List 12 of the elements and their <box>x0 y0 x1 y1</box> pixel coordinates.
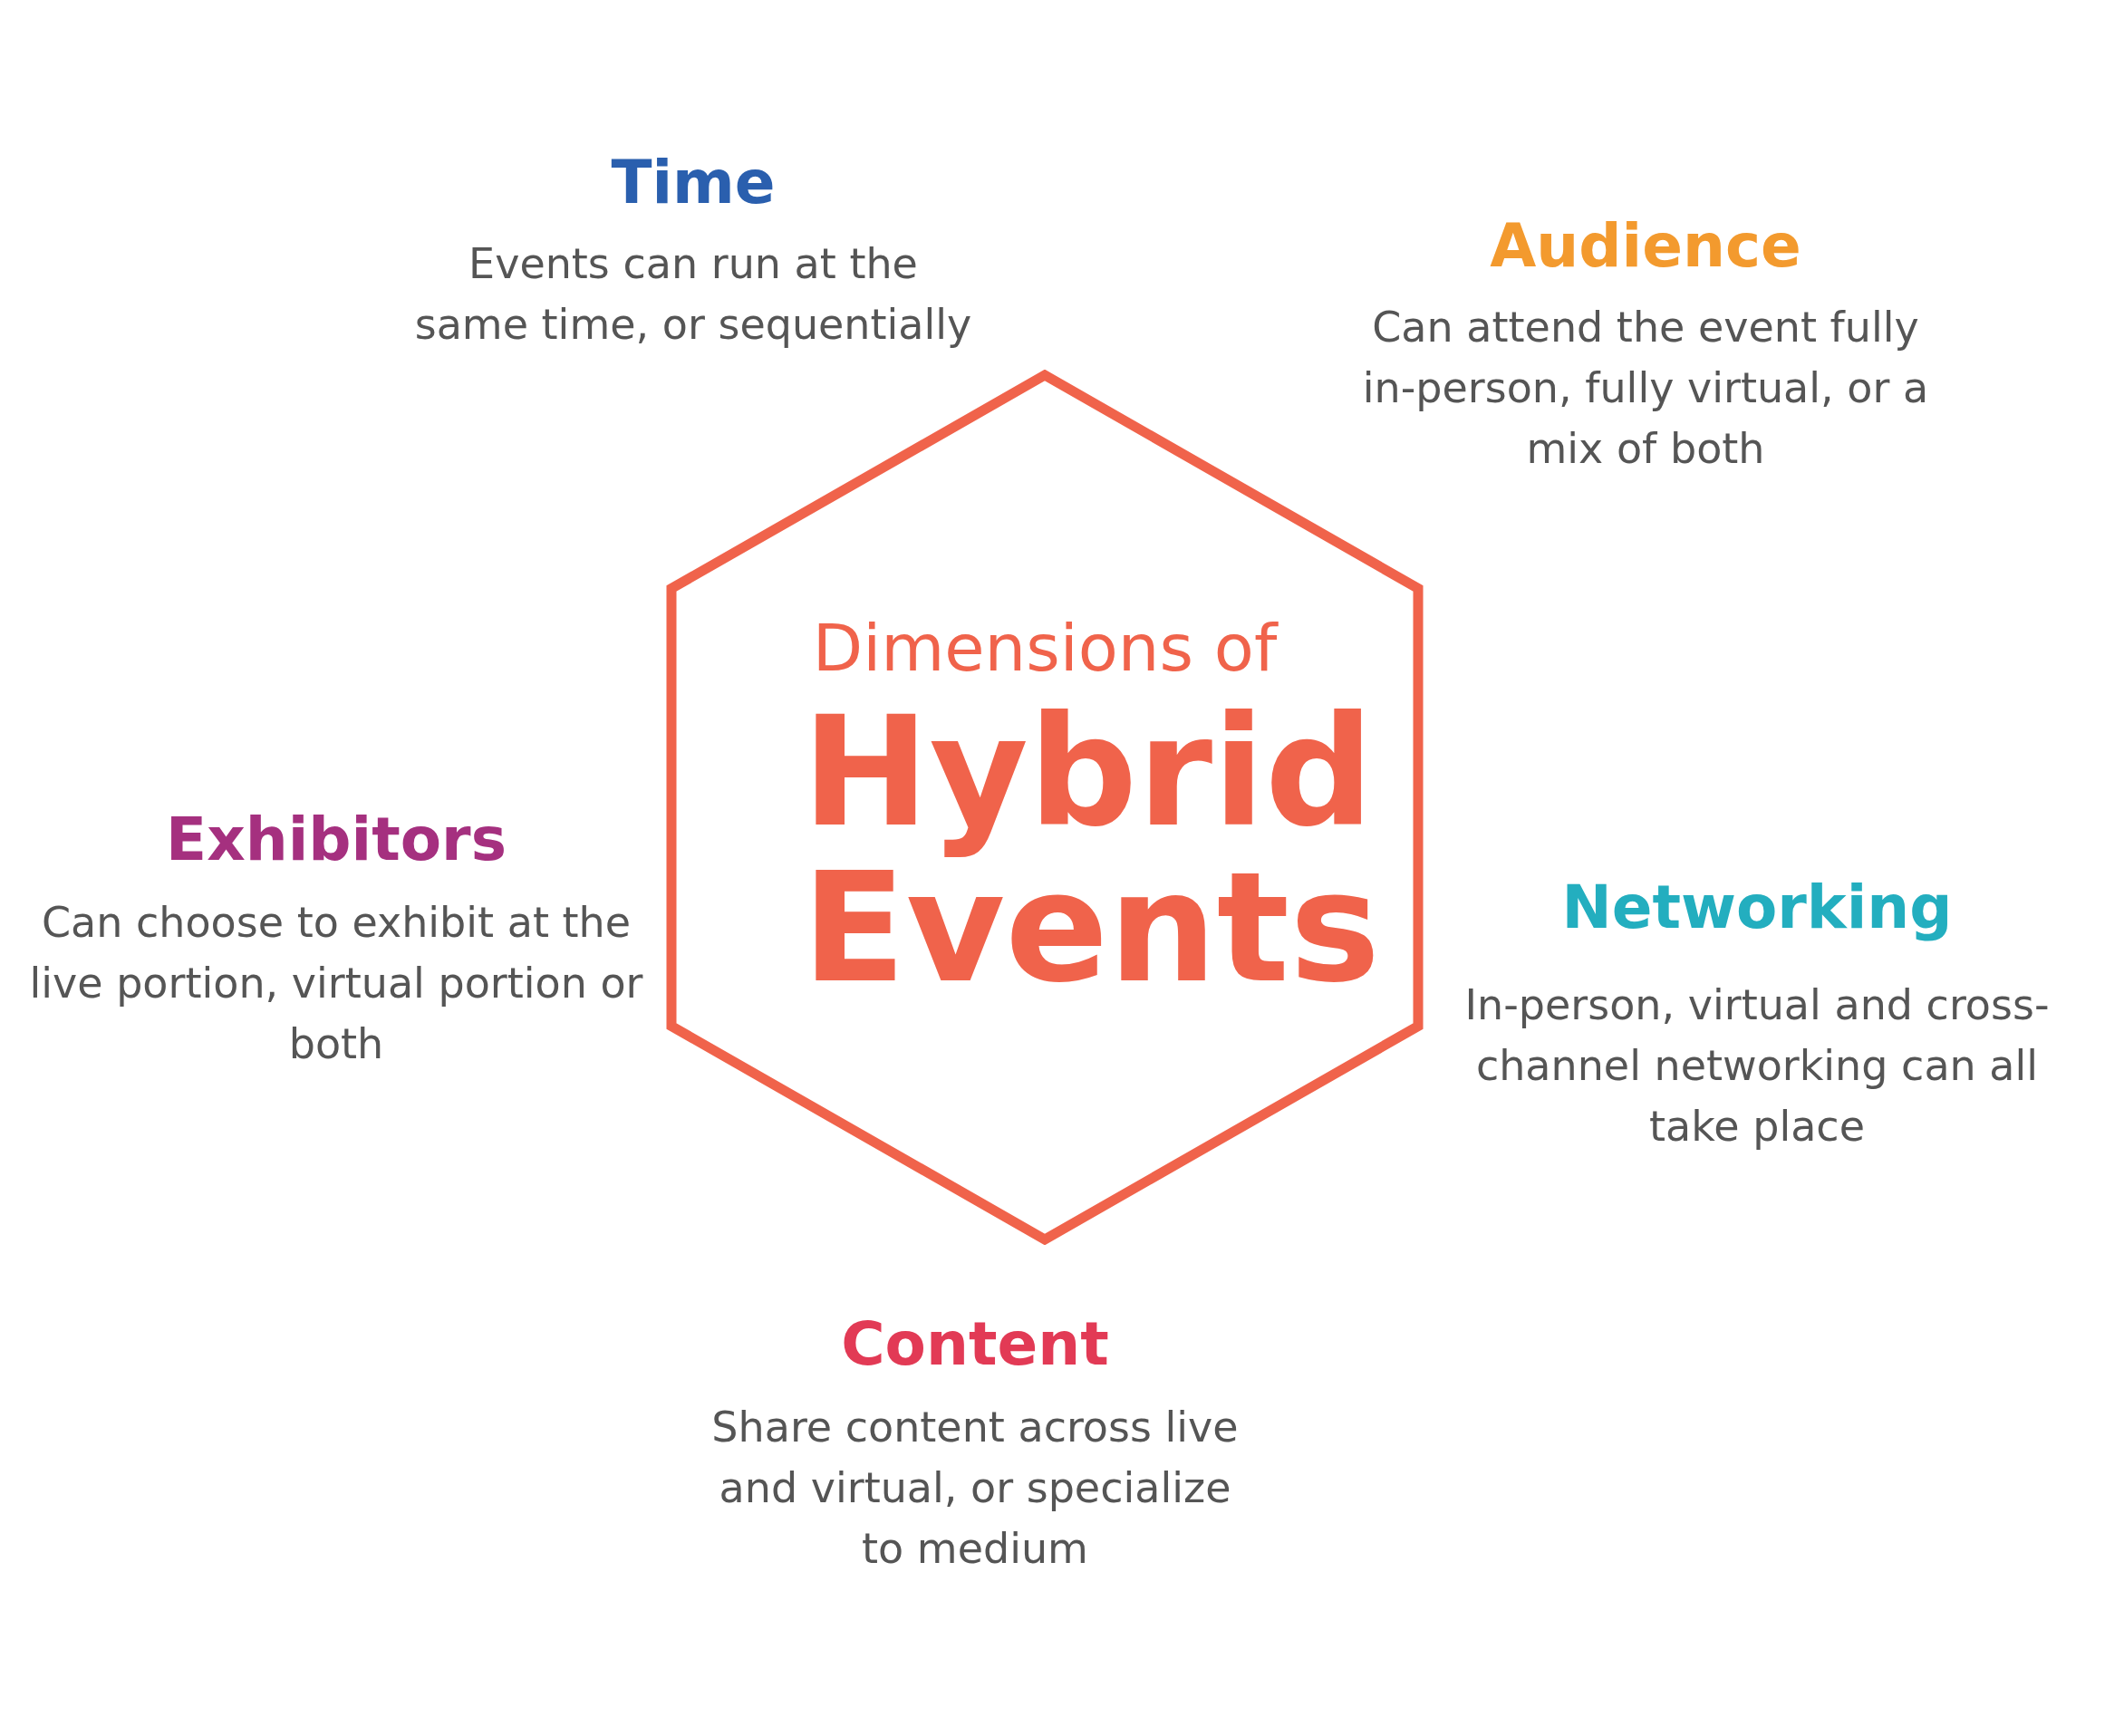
dimension-heading: Time <box>610 147 777 219</box>
dimension-heading: Networking <box>1560 872 1954 944</box>
dimension-heading: Content <box>840 1308 1110 1381</box>
dimension-heading: Audience <box>1489 210 1802 283</box>
dimension-description: Can choose to exhibit at the live portion, virtual portion or both <box>28 897 644 1070</box>
dimension-heading: Exhibitors <box>165 804 507 876</box>
dimension-description: Can attend the event fully in-person, fully virtual, or a mix of both <box>1361 302 1930 475</box>
hexagon-title: Hybrid Events <box>801 694 1382 1006</box>
dimension-description: Events can run at the same time, or sequentially <box>413 238 973 351</box>
dimension-description: Share content across live and virtual, or specialize to medium <box>710 1402 1240 1575</box>
hexagon-subtitle: Dimensions of <box>811 609 1279 688</box>
dimension-description: In-person, virtual and cross-channel networking can all take place <box>1463 979 2051 1153</box>
